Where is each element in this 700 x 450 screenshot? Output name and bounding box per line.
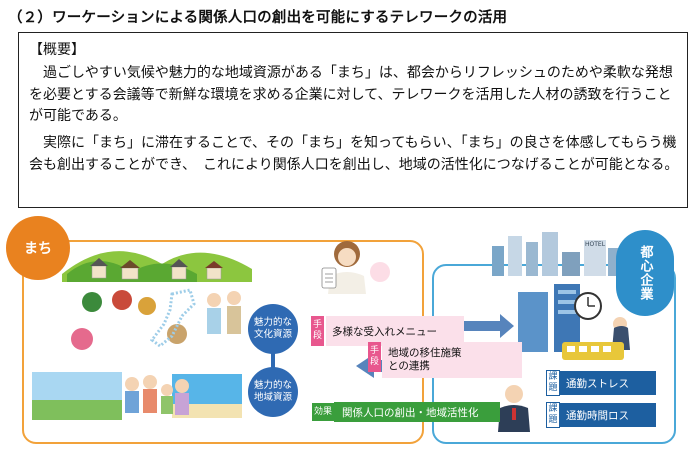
city-buildings-icon (492, 232, 618, 276)
means-migration-line2: との連携 (388, 360, 430, 372)
cultural-resource-line1: 魅力的な (253, 317, 292, 328)
means-tag-1: 手段 (311, 316, 324, 346)
issue-commute-stress: 通勤ストレス (560, 371, 656, 395)
arrow-right-icon (458, 314, 514, 338)
sparkle-icon (370, 262, 390, 282)
means-tag-2: 手段 (368, 342, 381, 372)
means-tag-2-char1: 手 (369, 346, 379, 356)
town-houses-icon (90, 258, 223, 280)
issue-tag-2: 課題 (546, 402, 560, 428)
commuter-train-icon (562, 342, 624, 360)
section-heading: （２）ワーケーションによる関係人口の創出を可能にするテレワークの活用 (8, 10, 508, 26)
issue-tag-1: 課題 (546, 370, 560, 396)
effect-tag: 効果 (312, 403, 334, 421)
office-tower (518, 292, 548, 352)
issue-commute-time-loss: 通勤時間ロス (560, 403, 656, 427)
means-migration-policy: 地域の移住施策との連携 (382, 342, 522, 378)
regional-resource-circle: 魅力的な地域資源 (248, 367, 298, 417)
japan-map-icon (149, 288, 196, 348)
summary-paragraph-1: 過ごしやすい気候や魅力的な地域資源がある「まち」は、都会からリフレッシュのためや… (29, 65, 673, 124)
issue-tag-2-char1: 課 (548, 404, 558, 414)
means-tag-2-char2: 段 (369, 357, 379, 367)
issue-tag-2-char2: 題 (548, 415, 558, 425)
effect-box: 関係人口の創出・地域活性化 (334, 402, 500, 422)
clock-icon (574, 292, 602, 320)
issue-tag-1-char1: 課 (548, 372, 558, 382)
festival-figures-icon (71, 290, 187, 350)
means-tag-1-char2: 段 (312, 331, 322, 341)
cultural-resource-line2: 文化資源 (253, 329, 292, 340)
means-reception-menu: 多様な受入れメニュー (326, 316, 464, 346)
summary-paragraph-2: 実際に「まち」に滞在することで、その「まち」を知ってもらい、「まち」の良さを体感… (29, 135, 679, 173)
means-tag-1-char1: 手 (312, 320, 322, 330)
cultural-resource-circle: 魅力的な文化資源 (248, 304, 298, 354)
presenter-woman-icon (321, 241, 366, 294)
workation-figure: HOTEL (6, 216, 676, 446)
town-badge: まち (6, 216, 70, 280)
businessman-icon (498, 385, 530, 432)
summary-label: 【概要】 (29, 42, 85, 58)
family-group-icon (125, 375, 189, 415)
corp-badge: 都心企業 (616, 230, 674, 316)
regional-resource-line1: 魅力的な (253, 380, 292, 391)
issue-tag-1-char2: 題 (548, 383, 558, 393)
regional-resource-line2: 地域資源 (253, 392, 292, 403)
hotel-sign: HOTEL (585, 241, 606, 248)
summary-box: 【概要】 過ごしやすい気候や魅力的な地域資源がある「まち」は、都会からリフレッシ… (18, 32, 688, 208)
resource-connector (271, 352, 275, 370)
means-migration-line1: 地域の移住施策 (388, 347, 462, 359)
tourist-couple-icon (207, 291, 241, 334)
